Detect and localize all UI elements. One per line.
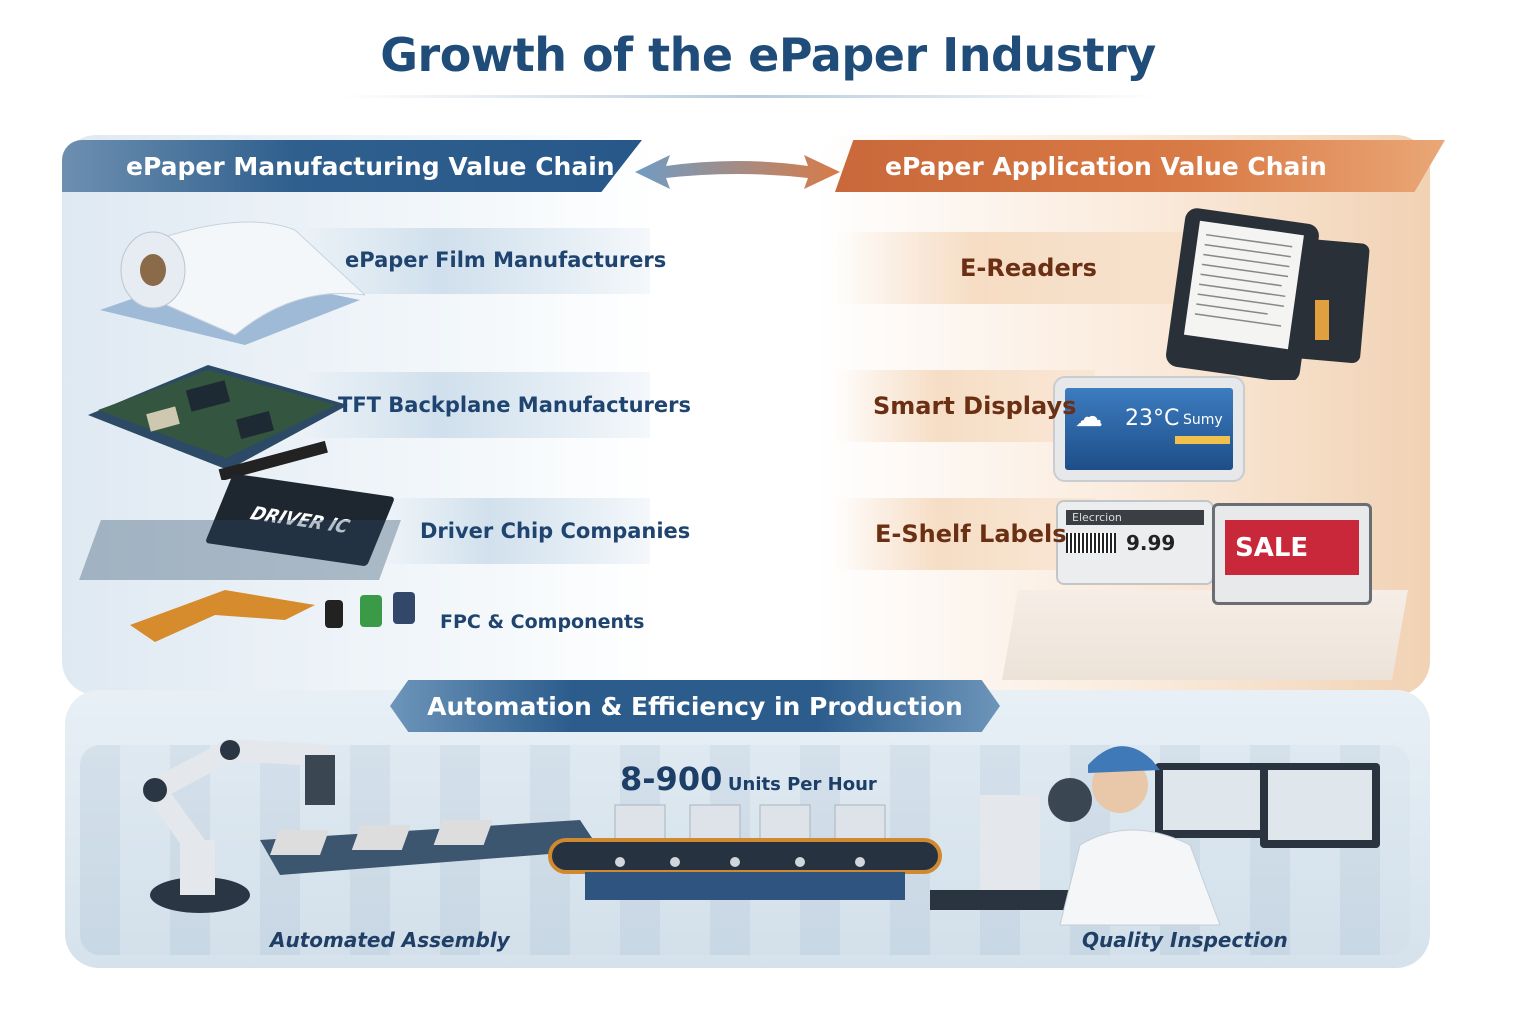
- label-automated-assembly: Automated Assembly: [270, 928, 510, 952]
- flex-circuit-icon: [130, 590, 415, 642]
- display-bar: [1175, 436, 1230, 444]
- assembly-line-icon: [260, 820, 600, 875]
- rate-unit: Units Per Hour: [727, 774, 877, 795]
- film-roll-icon: [100, 221, 365, 345]
- circuit-board-icon: [88, 365, 348, 480]
- bidirectional-arrow-icon: [635, 155, 840, 189]
- conveyor-belt-icon: [548, 804, 942, 900]
- chip-board: [79, 520, 401, 580]
- rate-number: 8-900: [620, 760, 723, 798]
- row-bg: [380, 498, 650, 564]
- manufacturing-header: ePaper Manufacturing Value Chain: [62, 140, 642, 192]
- robot-arm-icon: [138, 738, 335, 913]
- label-ereaders: E-Readers: [960, 254, 1097, 282]
- application-header: ePaper Application Value Chain: [835, 140, 1445, 192]
- title-divider: [340, 95, 1160, 98]
- production-rate: 8-900 Units Per Hour: [620, 760, 877, 798]
- row-bg: [835, 498, 1095, 570]
- weather-cloud-icon: ☁: [1075, 400, 1103, 433]
- label-quality-inspection: Quality Inspection: [1082, 928, 1288, 952]
- ereader-icon: [1166, 208, 1370, 380]
- display-temperature: 23°C: [1125, 406, 1180, 431]
- label-smart-displays: Smart Displays: [873, 392, 1077, 420]
- quality-inspection-icon: [930, 746, 1380, 926]
- row-bg: [300, 228, 650, 294]
- page-title: Growth of the ePaper Industry: [380, 28, 1156, 82]
- label-eshelf-labels: E-Shelf Labels: [875, 520, 1067, 548]
- display-weather: Sumy: [1183, 412, 1223, 428]
- label-fpc-components: FPC & Components: [440, 611, 645, 633]
- sale-text: SALE: [1225, 520, 1359, 575]
- sale-label-icon: SALE: [1212, 503, 1372, 605]
- production-header: Automation & Efficiency in Production: [390, 680, 1000, 732]
- row-bg: [835, 370, 1095, 442]
- shelf-label-icon: Elecrcion 9.99: [1056, 500, 1214, 585]
- barcode-icon: [1066, 533, 1116, 553]
- label-film-manufacturers: ePaper Film Manufacturers: [345, 248, 667, 272]
- smart-display-icon: ☁ 23°C Sumy: [1053, 376, 1245, 482]
- row-bg: [835, 232, 1195, 304]
- shelf-label-name: Elecrcion: [1066, 510, 1204, 525]
- label-driver-chip: Driver Chip Companies: [420, 519, 691, 543]
- row-bg: [300, 372, 650, 438]
- shelf-label-price: 9.99: [1126, 531, 1176, 555]
- label-tft-backplane: TFT Backplane Manufacturers: [338, 393, 691, 417]
